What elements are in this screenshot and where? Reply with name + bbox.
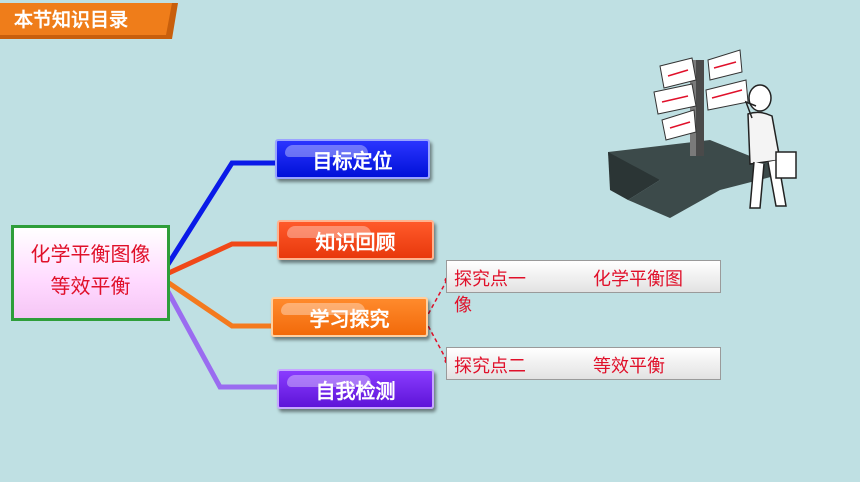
thinking-man-at-signpost-icon xyxy=(608,49,797,218)
self-test-button[interactable]: 自我检测 xyxy=(277,369,434,409)
central-topic-line1: 化学平衡图像 xyxy=(30,242,151,266)
section-header-title: 本节知识目录 xyxy=(14,9,129,31)
explore-point-1-topic: 化学平衡图 xyxy=(593,269,683,290)
knowledge-review-button[interactable]: 知识回顾 xyxy=(277,220,434,260)
explore-point-2-link[interactable]: 探究点二 等效平衡 xyxy=(446,347,721,380)
objective-button[interactable]: 目标定位 xyxy=(275,139,430,179)
explore-point-1-link[interactable]: 探究点一 化学平衡图 像 xyxy=(446,260,721,316)
study-explore-button[interactable]: 学习探究 xyxy=(271,297,428,337)
explore-point-1-topic-wrap: 像 xyxy=(454,295,472,316)
section-header-banner xyxy=(0,3,178,39)
explore-point-2-topic: 等效平衡 xyxy=(593,356,665,377)
explore-point-1-label: 探究点一 xyxy=(454,269,526,290)
central-topic-box: 化学平衡图像 等效平衡 xyxy=(11,225,170,321)
central-topic-line2: 等效平衡 xyxy=(50,274,131,298)
explore-point-2-label: 探究点二 xyxy=(454,356,526,377)
